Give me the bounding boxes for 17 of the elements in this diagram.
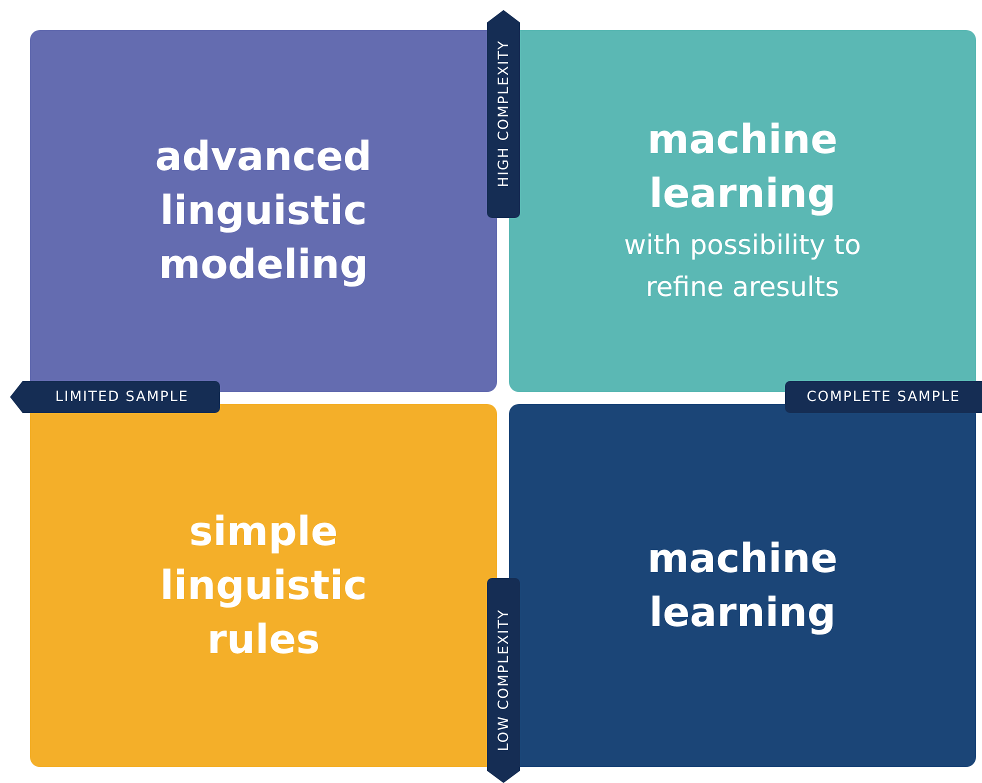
- quadrant-panel: [30, 404, 497, 767]
- axis-label: COMPLETE SAMPLE: [806, 389, 960, 405]
- axis-label: HIGH COMPLEXITY: [496, 40, 512, 188]
- quadrant-panel: [509, 30, 976, 392]
- axis-label: LIMITED SAMPLE: [55, 389, 189, 405]
- axis-tag: [487, 10, 520, 218]
- quadrant-panel: [30, 30, 497, 392]
- axis-tag: [10, 381, 220, 413]
- quadrant-panel: [509, 404, 976, 767]
- quadrant-title: machine learning: [646, 534, 839, 638]
- quadrant-note: with possibility to refine aresults: [622, 229, 862, 305]
- axis-tag: [785, 381, 982, 413]
- quadrant-title: advanced linguistic modeling: [154, 133, 373, 290]
- axis-tag: [487, 578, 520, 783]
- axis-label: LOW COMPLEXITY: [496, 609, 512, 752]
- quadrant-title: machine learning: [646, 116, 839, 219]
- quadrant-title: simple linguistic rules: [158, 508, 368, 664]
